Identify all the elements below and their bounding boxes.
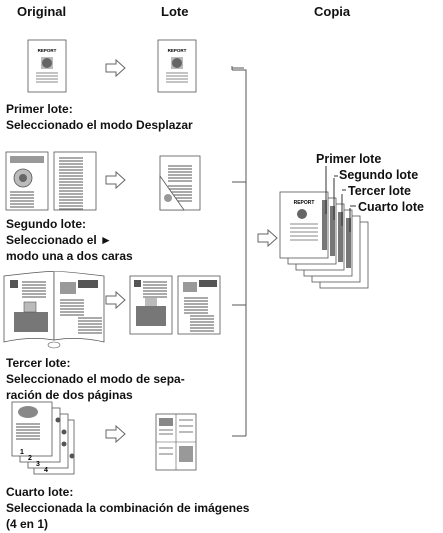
stack-label-tercer: Tercer lote [348,184,411,198]
row1-lote-page: REPORT [157,39,197,93]
sheet-number-4: 4 [44,467,48,474]
caption-first: Primer lote: Seleccionado el modo Despla… [6,101,193,133]
row1-original-page: REPORT [27,39,67,93]
caption-fourth-text-1: Seleccionada la combinación de imágenes [6,501,250,515]
connector-bracket [231,66,247,437]
caption-first-text: Seleccionado el modo Desplazar [6,118,193,132]
row4-arrow [105,425,126,443]
header-lote: Lote [161,4,189,19]
caption-fourth: Cuarto lote: Seleccionada la combinación… [6,484,249,532]
row1-original-title: REPORT [38,48,57,53]
stack-label-primer: Primer lote [316,152,382,166]
caption-third-text-2: ración de dos páginas [6,388,133,402]
caption-third: Tercer lote: Seleccionado el modo de sep… [6,355,185,403]
copia-output-stack: REPORT [279,191,369,289]
sheet-number-1: 1 [20,449,24,456]
row3-book-original [3,271,105,349]
row3-arrow [105,291,126,309]
copia-doc-title: REPORT [294,200,315,206]
stack-label-segundo: Segundo lote [339,168,419,182]
caption-second-text-1: Seleccionado el ► [6,233,112,247]
caption-first-title: Primer lote: [6,102,73,116]
caption-fourth-title: Cuarto lote: [6,485,74,499]
sheet-number-3: 3 [36,461,40,468]
caption-fourth-text-2: (4 en 1) [6,517,49,531]
row4-stacked-originals: 1 2 3 4 [11,401,75,475]
stack-label-cuarto: Cuarto lote [358,200,424,214]
row2-original-pages [5,151,97,211]
row1-arrow [105,59,126,77]
caption-second-text-2: modo una a dos caras [6,249,133,263]
sheet-number-2: 2 [28,455,32,462]
header-original: Original [17,4,67,19]
caption-third-text-1: Seleccionado el modo de sepa- [6,372,185,386]
row3-lote-pages [129,275,221,335]
row2-lote-duplex [159,155,201,211]
caption-second-title: Segundo lote: [6,217,86,231]
row4-lote-4in1 [155,413,197,471]
row2-arrow [105,171,126,189]
row1-lote-title: REPORT [168,48,187,53]
stack-label-leaders [325,166,356,232]
header-copia: Copia [314,4,351,19]
caption-third-title: Tercer lote: [6,356,71,370]
copia-arrow [257,229,278,247]
caption-second: Segundo lote: Seleccionado el ► modo una… [6,216,133,264]
